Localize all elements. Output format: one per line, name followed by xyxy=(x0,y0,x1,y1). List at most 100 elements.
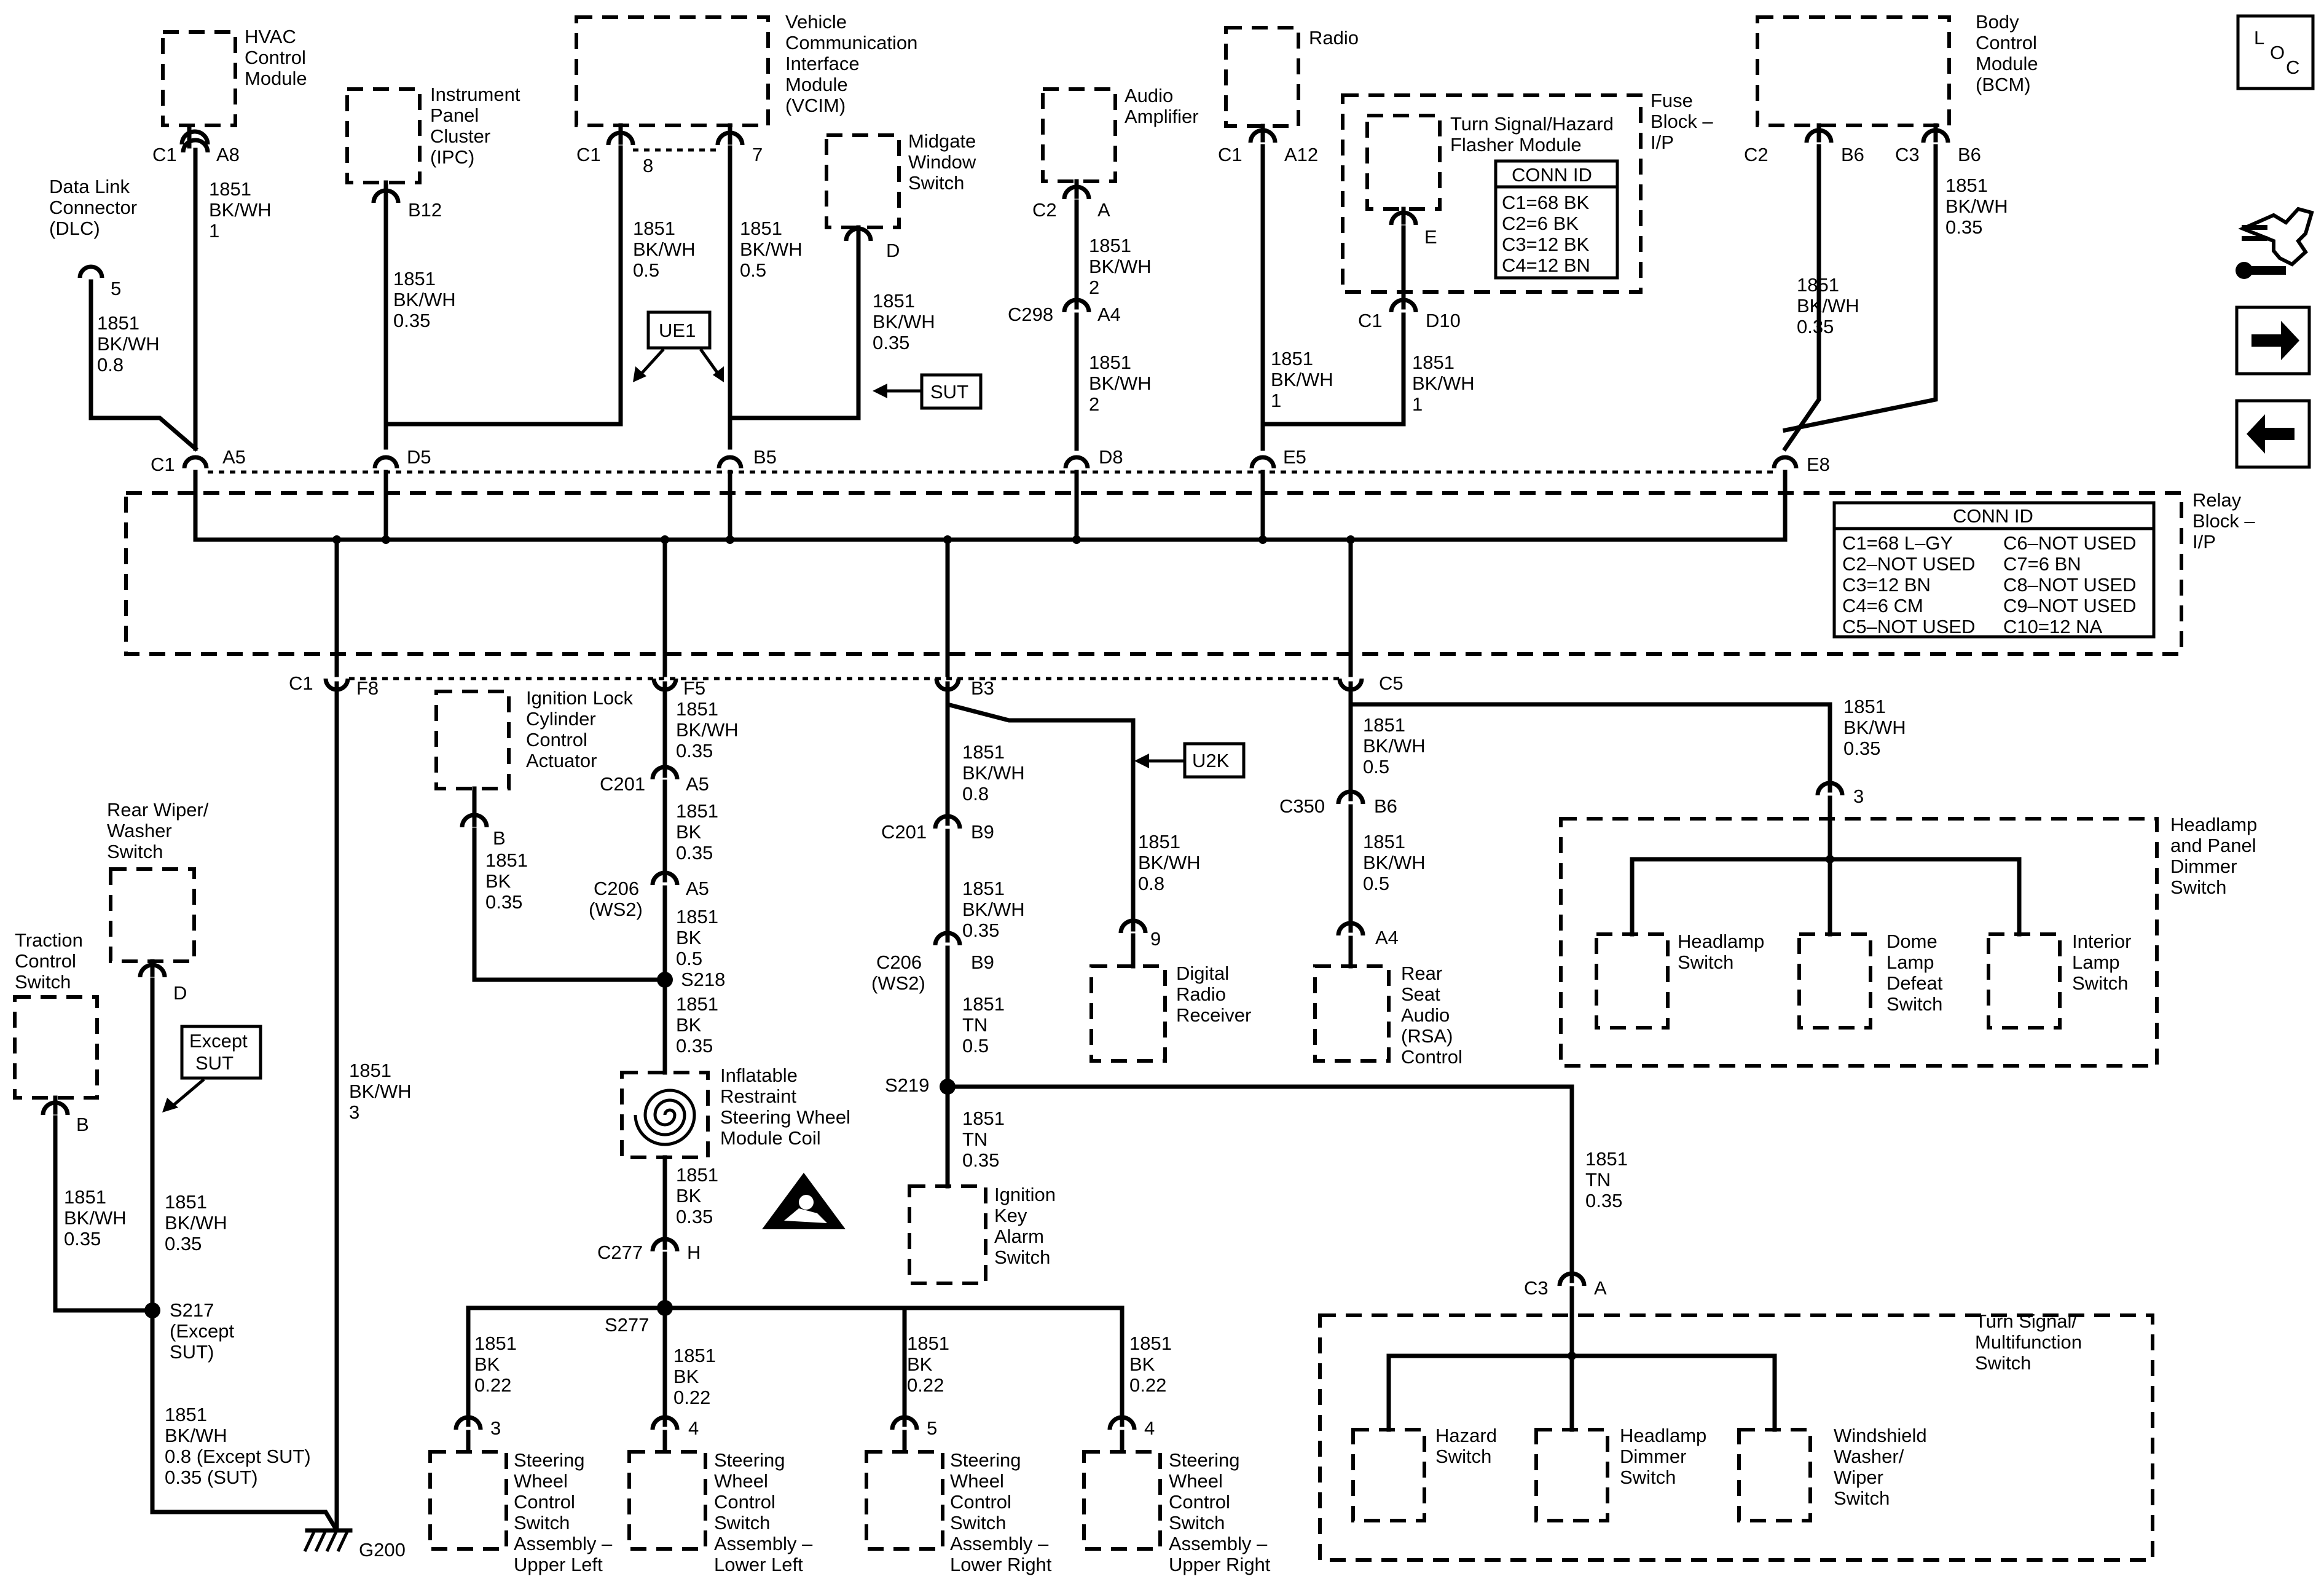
svg-text:TN: TN xyxy=(962,1128,987,1150)
arrow-left-icon[interactable] xyxy=(2235,399,2311,469)
svg-text:U2K: U2K xyxy=(1192,750,1230,771)
svg-text:0.35: 0.35 xyxy=(873,332,909,353)
c298-pin: A4 xyxy=(1097,304,1121,325)
svg-text:Washer: Washer xyxy=(107,820,172,841)
svg-text:1851: 1851 xyxy=(676,993,718,1015)
rear-wiper-pin: D xyxy=(173,982,187,1004)
svg-text:Alarm: Alarm xyxy=(994,1226,1044,1247)
svg-text:Steering: Steering xyxy=(714,1449,785,1471)
svg-text:1851: 1851 xyxy=(1797,274,1839,296)
c201b-connector: C201 xyxy=(881,821,927,843)
radio-label: Radio xyxy=(1309,27,1359,49)
tool-icon[interactable] xyxy=(2236,207,2314,279)
svg-text:Wheel: Wheel xyxy=(950,1470,1004,1492)
svg-text:C7=6 BN: C7=6 BN xyxy=(2003,553,2081,575)
c277-connector: C277 xyxy=(597,1242,643,1263)
svg-text:Control: Control xyxy=(1401,1046,1462,1068)
turn-signal-multi-label: Turn Signal/ Multifunction Switch xyxy=(1975,1310,2082,1374)
relay-pin-d8: D8 xyxy=(1099,446,1123,468)
dlc-wire-label: 1851 BK/WH 0.8 xyxy=(97,312,160,376)
svg-text:Control: Control xyxy=(1976,32,2037,53)
svg-text:(Except: (Except xyxy=(170,1320,234,1342)
midgate-label: Midgate Window Switch xyxy=(908,130,976,194)
amp-connector: C2 xyxy=(1032,199,1057,221)
svg-text:Switch: Switch xyxy=(1169,1512,1225,1534)
svg-text:Ignition Lock: Ignition Lock xyxy=(526,687,634,709)
svg-text:Body: Body xyxy=(1976,11,2019,33)
relay-pin-f5: F5 xyxy=(683,677,705,699)
svg-text:Windshield: Windshield xyxy=(1834,1425,1927,1446)
svg-text:3: 3 xyxy=(349,1101,359,1123)
headlamp-panel-label: Headlamp and Panel Dimmer Switch xyxy=(2170,814,2257,898)
svg-text:Headlamp: Headlamp xyxy=(1678,931,1764,952)
svg-text:0.5: 0.5 xyxy=(1363,756,1389,778)
svg-text:CONN ID: CONN ID xyxy=(1953,505,2033,527)
audio-amplifier xyxy=(1041,87,1117,183)
svg-text:1851: 1851 xyxy=(485,849,528,871)
svg-text:Midgate: Midgate xyxy=(908,130,976,152)
fuse-block-ip xyxy=(1341,93,1643,294)
svg-text:1851: 1851 xyxy=(1363,714,1405,736)
svg-text:(RSA): (RSA) xyxy=(1401,1025,1453,1047)
s219-right-wire-label: 1851 TN 0.35 xyxy=(1585,1148,1628,1211)
headlamp-switch xyxy=(1595,932,1670,1030)
svg-text:Upper Right: Upper Right xyxy=(1169,1554,1271,1575)
svg-text:1851: 1851 xyxy=(165,1191,207,1213)
rsa-pin: A4 xyxy=(1375,927,1399,948)
swc-ul-pin: 3 xyxy=(490,1417,501,1439)
svg-text:Control: Control xyxy=(714,1491,775,1513)
c277-pin: H xyxy=(687,1242,701,1263)
amp-wire-label-2: 1851 BK/WH 2 xyxy=(1089,352,1152,415)
hvac-pin: A8 xyxy=(216,144,240,165)
svg-text:Defeat: Defeat xyxy=(1886,972,1943,994)
svg-text:SUT): SUT) xyxy=(170,1341,214,1363)
svg-text:BK/WH: BK/WH xyxy=(962,762,1025,784)
turn-signal-hazard-flasher-module xyxy=(1365,114,1442,211)
swc-ul-label: Steering Wheel Control Switch Assembly –… xyxy=(514,1449,613,1575)
svg-text:0.5: 0.5 xyxy=(1363,873,1389,894)
svg-text:BK/WH: BK/WH xyxy=(676,719,739,741)
svg-text:1851: 1851 xyxy=(349,1060,391,1081)
interior-lamp-label: Interior Lamp Switch xyxy=(2072,931,2131,994)
svg-text:0.22: 0.22 xyxy=(673,1387,710,1408)
svg-text:1851: 1851 xyxy=(633,218,675,239)
svg-text:Switch: Switch xyxy=(1975,1352,2031,1374)
radio-pin: A12 xyxy=(1284,144,1318,165)
relay-pin-a5: A5 xyxy=(222,446,246,468)
svg-text:BK/WH: BK/WH xyxy=(1797,295,1859,317)
swc-assembly-upper-right xyxy=(1082,1450,1162,1551)
svg-text:Fuse: Fuse xyxy=(1651,90,1693,111)
bcm-c2-connector: C2 xyxy=(1744,144,1769,165)
loc-letter-l: L xyxy=(2254,27,2264,49)
digital-radio-receiver xyxy=(1089,964,1167,1063)
svg-text:Multifunction: Multifunction xyxy=(1975,1331,2082,1353)
svg-text:Steering Wheel: Steering Wheel xyxy=(720,1106,850,1128)
relay-block-label: Relay Block – I/P xyxy=(2192,489,2255,553)
ignition-lock-label: Ignition Lock Cylinder Control Actuator xyxy=(526,687,634,771)
relay-pin-f8: F8 xyxy=(356,677,379,699)
svg-text:BK/WH: BK/WH xyxy=(633,238,696,260)
svg-text:Restraint: Restraint xyxy=(720,1085,796,1107)
relay-pin-d5: D5 xyxy=(407,446,431,468)
svg-text:0.35: 0.35 xyxy=(64,1228,101,1250)
coil-label: Inflatable Restraint Steering Wheel Modu… xyxy=(720,1065,850,1149)
svg-text:Cluster: Cluster xyxy=(430,125,490,147)
hvac-wire-label: 1851 BK/WH 1 xyxy=(209,178,272,242)
loc-icon[interactable]: L O C xyxy=(2236,14,2315,90)
svg-text:Switch: Switch xyxy=(1620,1467,1676,1488)
svg-text:Switch: Switch xyxy=(1886,993,1942,1015)
svg-text:Switch: Switch xyxy=(514,1512,570,1534)
headlamp-and-panel-dimmer-switch xyxy=(1559,817,2159,1068)
ipc-label: Instrument Panel Cluster (IPC) xyxy=(430,84,520,168)
svg-text:0.8 (Except SUT): 0.8 (Except SUT) xyxy=(165,1446,311,1467)
svg-text:0.35: 0.35 xyxy=(962,919,999,941)
arrow-right-icon[interactable] xyxy=(2235,305,2311,376)
traction-control-switch xyxy=(13,995,99,1100)
svg-text:Hazard: Hazard xyxy=(1435,1425,1497,1446)
svg-text:Switch: Switch xyxy=(2170,876,2226,898)
svg-text:BK: BK xyxy=(676,927,702,948)
fuse-connector: C1 xyxy=(1358,310,1383,331)
svg-text:BK/WH: BK/WH xyxy=(349,1081,412,1102)
svg-text:1851: 1851 xyxy=(676,698,718,720)
svg-text:1851: 1851 xyxy=(676,906,718,927)
